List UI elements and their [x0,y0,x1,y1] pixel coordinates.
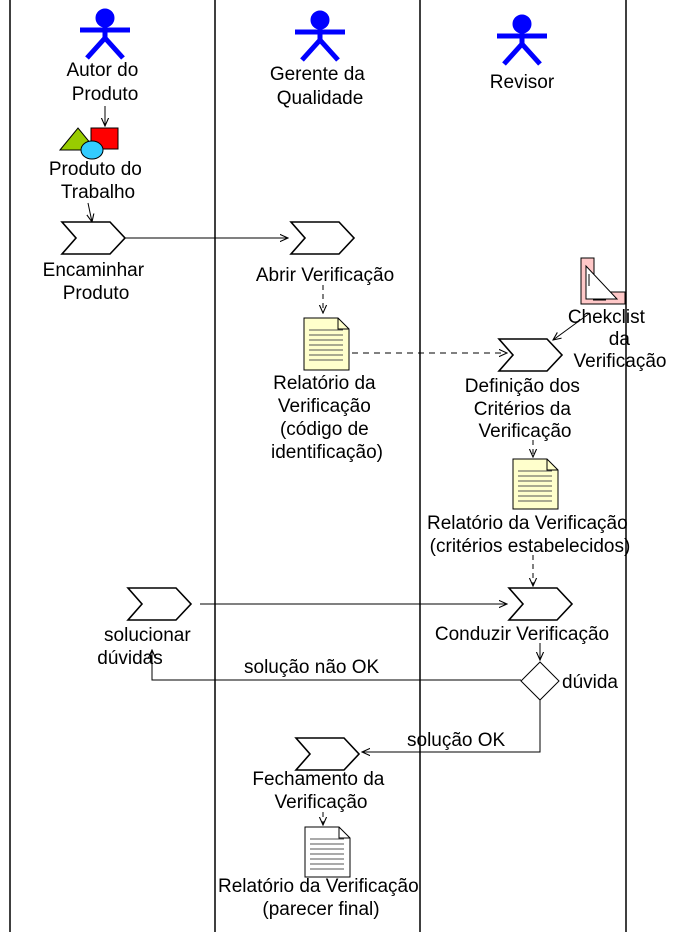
document-relatorio-codigo-icon [303,317,350,371]
lane-label-gerente: Gerente da Qualidade [270,64,370,109]
activity-conduzir-label: Conduzir Verificação [435,624,609,645]
artifact-relatorio-final-label: Relatório da Verificação (parecer final) [218,876,424,920]
swimlanes [9,0,627,932]
activity-conduzir-shape[interactable] [507,587,574,621]
decision-diamond[interactable] [520,661,560,701]
flow-produto-to-encaminhar [88,202,92,222]
document-relatorio-criterios-icon [512,458,559,510]
checklist-icon [580,257,626,305]
activity-solucionar-label: solucionar dúvidas [97,625,196,669]
work-product-icon [58,127,119,160]
lane-label-revisor: Revisor [490,72,555,93]
actor-gerente-icon [295,10,345,62]
decision-label: dúvida [562,672,618,693]
lane-label-autor: Autor do Produto [66,60,143,105]
flow-checklist-to-definicao [553,312,591,340]
activity-fechamento-label: Fechamento da Verificação [252,769,389,813]
flow-decision-nao-ok [152,650,521,681]
actor-autor-icon [80,8,130,60]
artifact-checklist-label: Chekclist da Verificação [568,307,667,372]
flow-decision-ok [362,699,541,752]
actor-revisor-icon [497,14,547,66]
connectors [88,106,591,825]
activity-solucionar-shape[interactable] [126,587,193,621]
artifact-relatorio-criterios-label: Relatório da Verificação (critérios esta… [427,513,633,557]
activity-definicao-label: Definição dos Critérios da Verificação [465,376,585,442]
flow-label-ok: solução OK [407,730,506,751]
activity-definicao-shape[interactable] [497,338,564,372]
document-relatorio-final-icon [304,826,351,878]
artifact-relatorio-codigo-label: Relatório da Verificação (código de iden… [271,373,383,463]
activity-abrir-shape[interactable] [289,221,356,255]
activity-encaminhar-shape[interactable] [60,221,127,255]
flow-label-nao-ok: solução não OK [244,657,380,678]
activity-encaminhar-label: Encaminhar Produto [43,260,150,304]
activity-abrir-label: Abrir Verificação [256,265,394,286]
artifact-produto-trabalho-label: Produto do Trabalho [49,159,147,203]
activity-fechamento-shape[interactable] [294,737,361,771]
